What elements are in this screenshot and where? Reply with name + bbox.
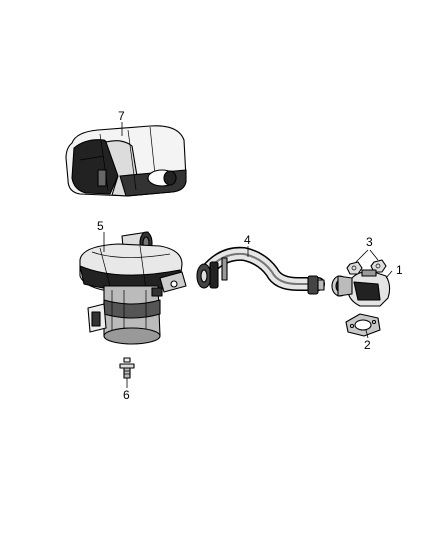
callout-2: 2 — [364, 338, 371, 352]
nut[interactable] — [346, 259, 387, 275]
pump-cover[interactable] — [65, 125, 187, 197]
leader-1 — [385, 270, 393, 279]
callout-3: 3 — [366, 235, 373, 249]
gasket[interactable] — [345, 313, 381, 337]
callout-5: 5 — [97, 219, 104, 233]
air-pump[interactable] — [79, 231, 187, 345]
callout-6: 6 — [123, 388, 130, 402]
bolt[interactable] — [119, 357, 135, 379]
air-hose[interactable] — [196, 246, 325, 295]
callout-7: 7 — [118, 109, 125, 123]
leader-2 — [365, 329, 369, 339]
check-valve[interactable] — [331, 269, 391, 307]
leader-3b — [369, 249, 379, 261]
callout-1: 1 — [396, 263, 403, 277]
leader-3a — [355, 249, 369, 263]
callout-4: 4 — [244, 233, 251, 247]
